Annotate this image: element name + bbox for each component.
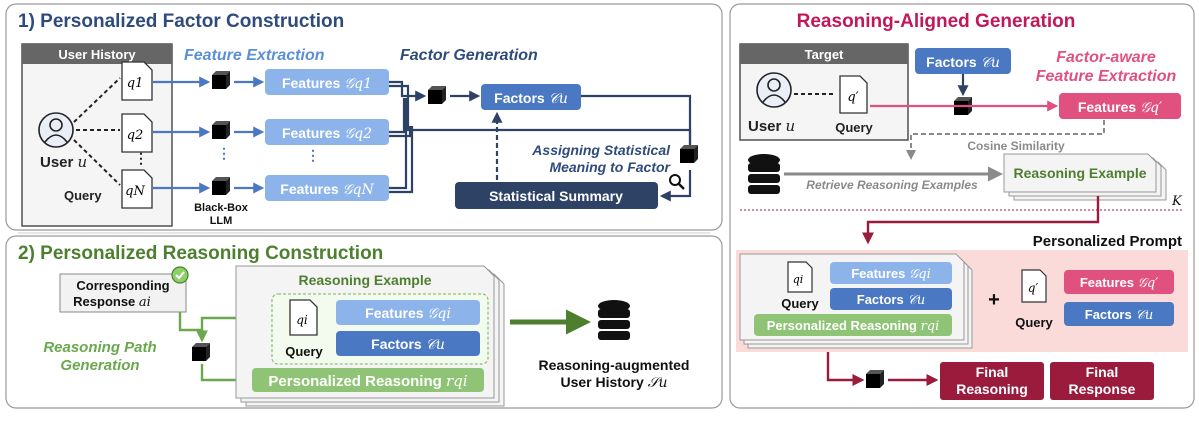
svg-text:Factors 𝒞u: Factors 𝒞u <box>494 90 568 107</box>
svg-text:⋮: ⋮ <box>217 145 231 161</box>
query-label: Query <box>1015 315 1053 330</box>
user-history-title: User History <box>58 47 136 62</box>
database-icon <box>748 154 780 194</box>
document-icon: q′ <box>839 75 868 114</box>
svg-text:Features 𝒢q2: Features 𝒢q2 <box>282 125 372 142</box>
features-box: Features 𝒢q′ <box>1059 93 1181 119</box>
panel-reasoning-construction-frame <box>5 235 723 409</box>
user-icon <box>756 72 792 108</box>
features-box: Features 𝒢q1 <box>265 69 389 95</box>
features-box: Features 𝒢qi <box>830 262 952 284</box>
features-box: Features 𝒢qi <box>336 300 480 325</box>
panel2-title: 2) Personalized Reasoning Construction <box>18 243 383 264</box>
document-icon: qN <box>121 169 153 209</box>
retrieve-label: Retrieve Reasoning Examples <box>806 178 978 192</box>
svg-text:Features 𝒢qi: Features 𝒢qi <box>365 305 451 322</box>
document-icon: q2 <box>121 113 153 153</box>
factors-box: Factors 𝒞u <box>1064 302 1174 326</box>
personalized-reasoning-box: Personalized Reasoning rqi <box>754 314 952 336</box>
statistical-summary-box: Statistical Summary <box>455 182 658 209</box>
factor-generation-label: Factor Generation <box>400 47 538 64</box>
llm-cube-icon <box>428 86 446 104</box>
factors-box: Factors 𝒞u <box>830 288 952 310</box>
panel3-title: Reasoning-Aligned Generation <box>797 11 1076 32</box>
llm-cube-icon <box>680 145 698 163</box>
svg-text:q′: q′ <box>847 90 858 105</box>
database-icon <box>598 300 630 340</box>
plus-sign: + <box>988 289 1000 311</box>
factors-box: Factors 𝒞u <box>915 48 1011 74</box>
svg-text:⋮: ⋮ <box>134 150 148 166</box>
k-label: K <box>1171 194 1183 209</box>
llm-cube-icon <box>192 343 210 361</box>
svg-text:qN: qN <box>125 184 145 199</box>
svg-text:Features 𝒢q′: Features 𝒢q′ <box>1080 275 1158 291</box>
llm-cube-icon <box>212 71 230 89</box>
llm-cube-icon <box>212 121 230 139</box>
check-icon <box>171 266 189 284</box>
user-label: User u <box>748 117 795 135</box>
query-label: Query <box>835 120 873 135</box>
personalized-prompt-label: Personalized Prompt <box>1033 233 1182 250</box>
llm-cube-icon <box>212 177 230 195</box>
svg-text:Features 𝒢qN: Features 𝒢qN <box>280 181 374 198</box>
reasoning-example-title: Reasoning Example <box>1013 165 1146 181</box>
features-box: Features 𝒢q′ <box>1064 270 1174 294</box>
svg-text:q2: q2 <box>127 128 144 143</box>
svg-text:q1: q1 <box>127 76 144 91</box>
svg-text:Factors 𝒞u: Factors 𝒞u <box>926 54 1000 71</box>
user-label: User u <box>40 153 87 171</box>
personalized-reasoning-box: Personalized Reasoning rqi <box>252 368 484 392</box>
svg-text:qi: qi <box>793 273 804 286</box>
panel-factor-construction-frame <box>5 3 723 231</box>
svg-text:Personalized Reasoning rqi: Personalized Reasoning rqi <box>268 372 467 390</box>
features-box: Features 𝒢q2 <box>265 119 389 145</box>
svg-text:Features 𝒢qi: Features 𝒢qi <box>851 266 931 282</box>
document-icon: qi <box>787 261 813 293</box>
svg-text:Statistical Summary: Statistical Summary <box>489 188 623 204</box>
svg-text:Factors 𝒞u: Factors 𝒞u <box>371 336 445 353</box>
panel1-title: 1) Personalized Factor Construction <box>18 11 344 32</box>
svg-text:q′: q′ <box>1028 281 1039 295</box>
feature-extraction-label: Feature Extraction <box>184 47 325 64</box>
factors-box: Factors 𝒞u <box>336 331 480 356</box>
document-icon: qi <box>289 299 318 336</box>
target-title: Target <box>805 47 844 62</box>
svg-text:Factors 𝒞u: Factors 𝒞u <box>1085 307 1153 323</box>
factors-box: Factors 𝒞u <box>481 84 581 110</box>
svg-text:Features 𝒢q′: Features 𝒢q′ <box>1078 99 1163 116</box>
svg-text:qi: qi <box>296 313 308 327</box>
reasoning-example-title: Reasoning Example <box>298 272 431 288</box>
magnifier-icon <box>669 174 685 190</box>
cosine-similarity-label: Cosine Similarity <box>967 139 1065 153</box>
llm-cube-icon <box>866 370 884 388</box>
svg-text:⋮: ⋮ <box>306 147 320 163</box>
query-label: Query <box>781 296 819 311</box>
features-box: Features 𝒢qN <box>265 175 389 201</box>
document-icon: q1 <box>121 61 153 101</box>
query-label: Query <box>64 188 102 203</box>
svg-text:Features 𝒢q1: Features 𝒢q1 <box>282 75 372 92</box>
query-label: Query <box>285 344 323 359</box>
reasoning-example-stack <box>1003 153 1167 201</box>
svg-text:Personalized Reasoning rqi: Personalized Reasoning rqi <box>767 318 940 334</box>
user-history-header <box>22 44 172 64</box>
user-icon <box>38 112 74 148</box>
svg-text:Factors 𝒞u: Factors 𝒞u <box>857 292 925 308</box>
document-icon: q′ <box>1021 269 1047 303</box>
